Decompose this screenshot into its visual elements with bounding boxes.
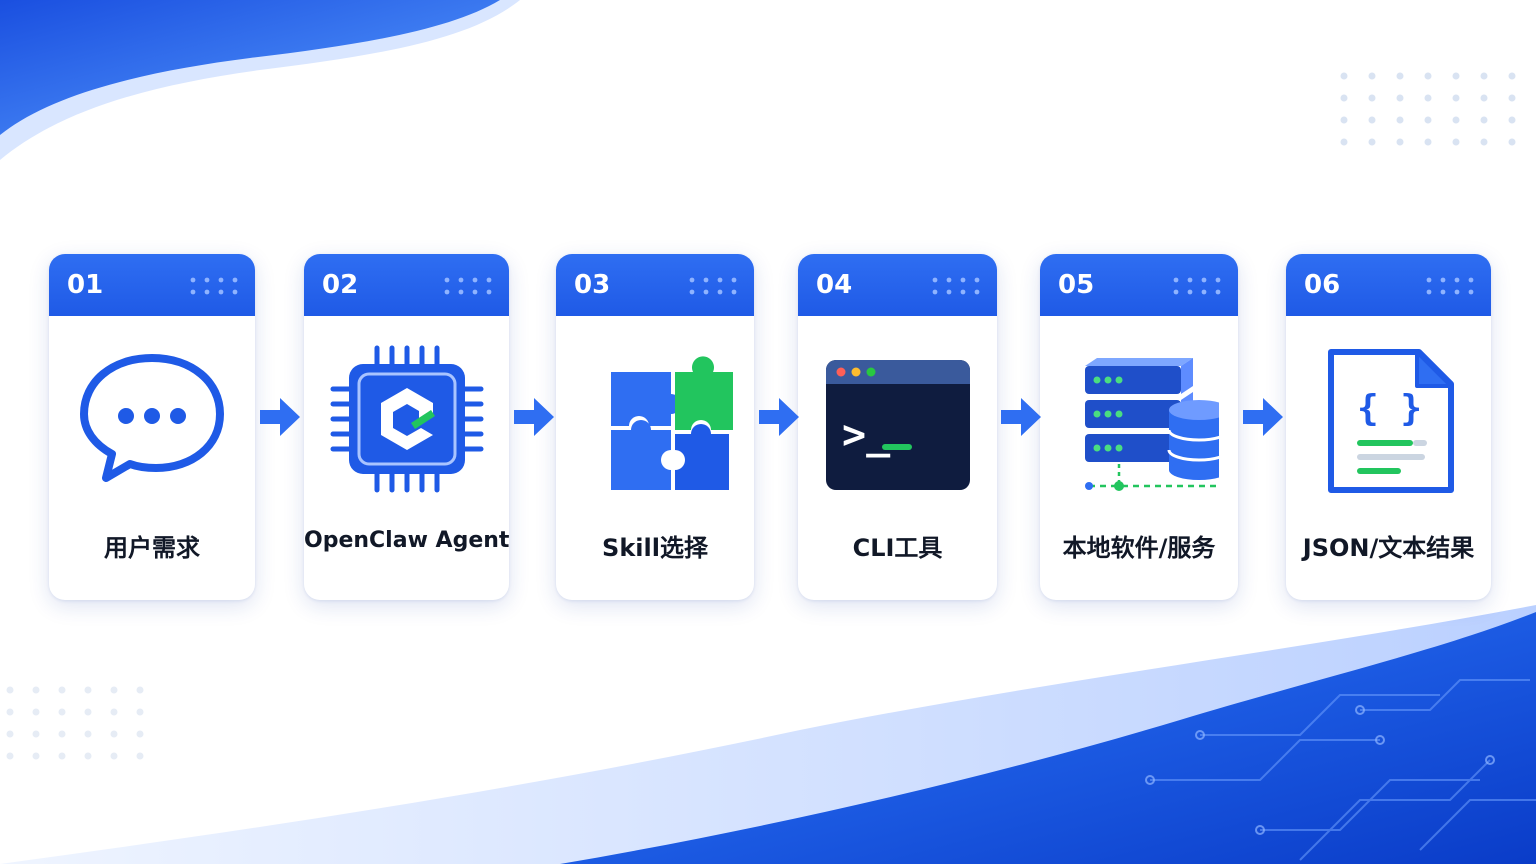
- card-header: 01: [49, 254, 255, 316]
- step-card-05[interactable]: 05: [1040, 254, 1238, 600]
- step-card-03[interactable]: 03 Skill选择: [556, 254, 754, 600]
- arrow-right-icon: [260, 398, 300, 436]
- step-label: Skill选择: [602, 534, 708, 562]
- card-header: 04: [798, 254, 997, 316]
- puzzle-icon: [556, 344, 754, 504]
- dots-decoration: [444, 277, 492, 295]
- step-number: 04: [816, 270, 853, 300]
- card-header: 06: [1286, 254, 1491, 316]
- card-header: 03: [556, 254, 754, 316]
- step-label: CLI工具: [852, 534, 943, 562]
- dots-decoration: [1426, 277, 1474, 295]
- arrow-right-icon: [759, 398, 799, 436]
- step-label: 用户需求: [104, 534, 200, 562]
- json-braces: { }: [1357, 388, 1422, 429]
- arrow-right-icon: [1243, 398, 1283, 436]
- json-document-icon: { }: [1286, 344, 1491, 504]
- dots-decoration: [689, 277, 737, 295]
- step-label: 本地软件/服务: [1062, 534, 1216, 562]
- step-card-02[interactable]: 02 OpenClaw Agent: [304, 254, 509, 600]
- step-number: 05: [1058, 270, 1095, 300]
- arrow-right-icon: [514, 398, 554, 436]
- server-database-icon: [1040, 344, 1238, 504]
- terminal-icon: >_: [798, 344, 997, 504]
- step-number: 02: [322, 270, 359, 300]
- step-number: 01: [67, 270, 104, 300]
- step-number: 06: [1304, 270, 1341, 300]
- terminal-prompt: >_: [842, 412, 891, 458]
- step-label: JSON/文本结果: [1302, 534, 1475, 562]
- step-label: OpenClaw Agent: [304, 528, 509, 553]
- step-card-04[interactable]: 04 >_ CLI工具: [798, 254, 997, 600]
- step-card-06[interactable]: 06 { } JSON/文本结果: [1286, 254, 1491, 600]
- chat-bubble-icon: [49, 344, 255, 504]
- step-number: 03: [574, 270, 611, 300]
- dots-decoration: [190, 277, 238, 295]
- chip-icon: [304, 344, 509, 504]
- card-header: 05: [1040, 254, 1238, 316]
- card-header: 02: [304, 254, 509, 316]
- dots-decoration: [1173, 277, 1221, 295]
- arrow-right-icon: [1001, 398, 1041, 436]
- dots-decoration: [932, 277, 980, 295]
- step-card-01[interactable]: 01 用户需求: [49, 254, 255, 600]
